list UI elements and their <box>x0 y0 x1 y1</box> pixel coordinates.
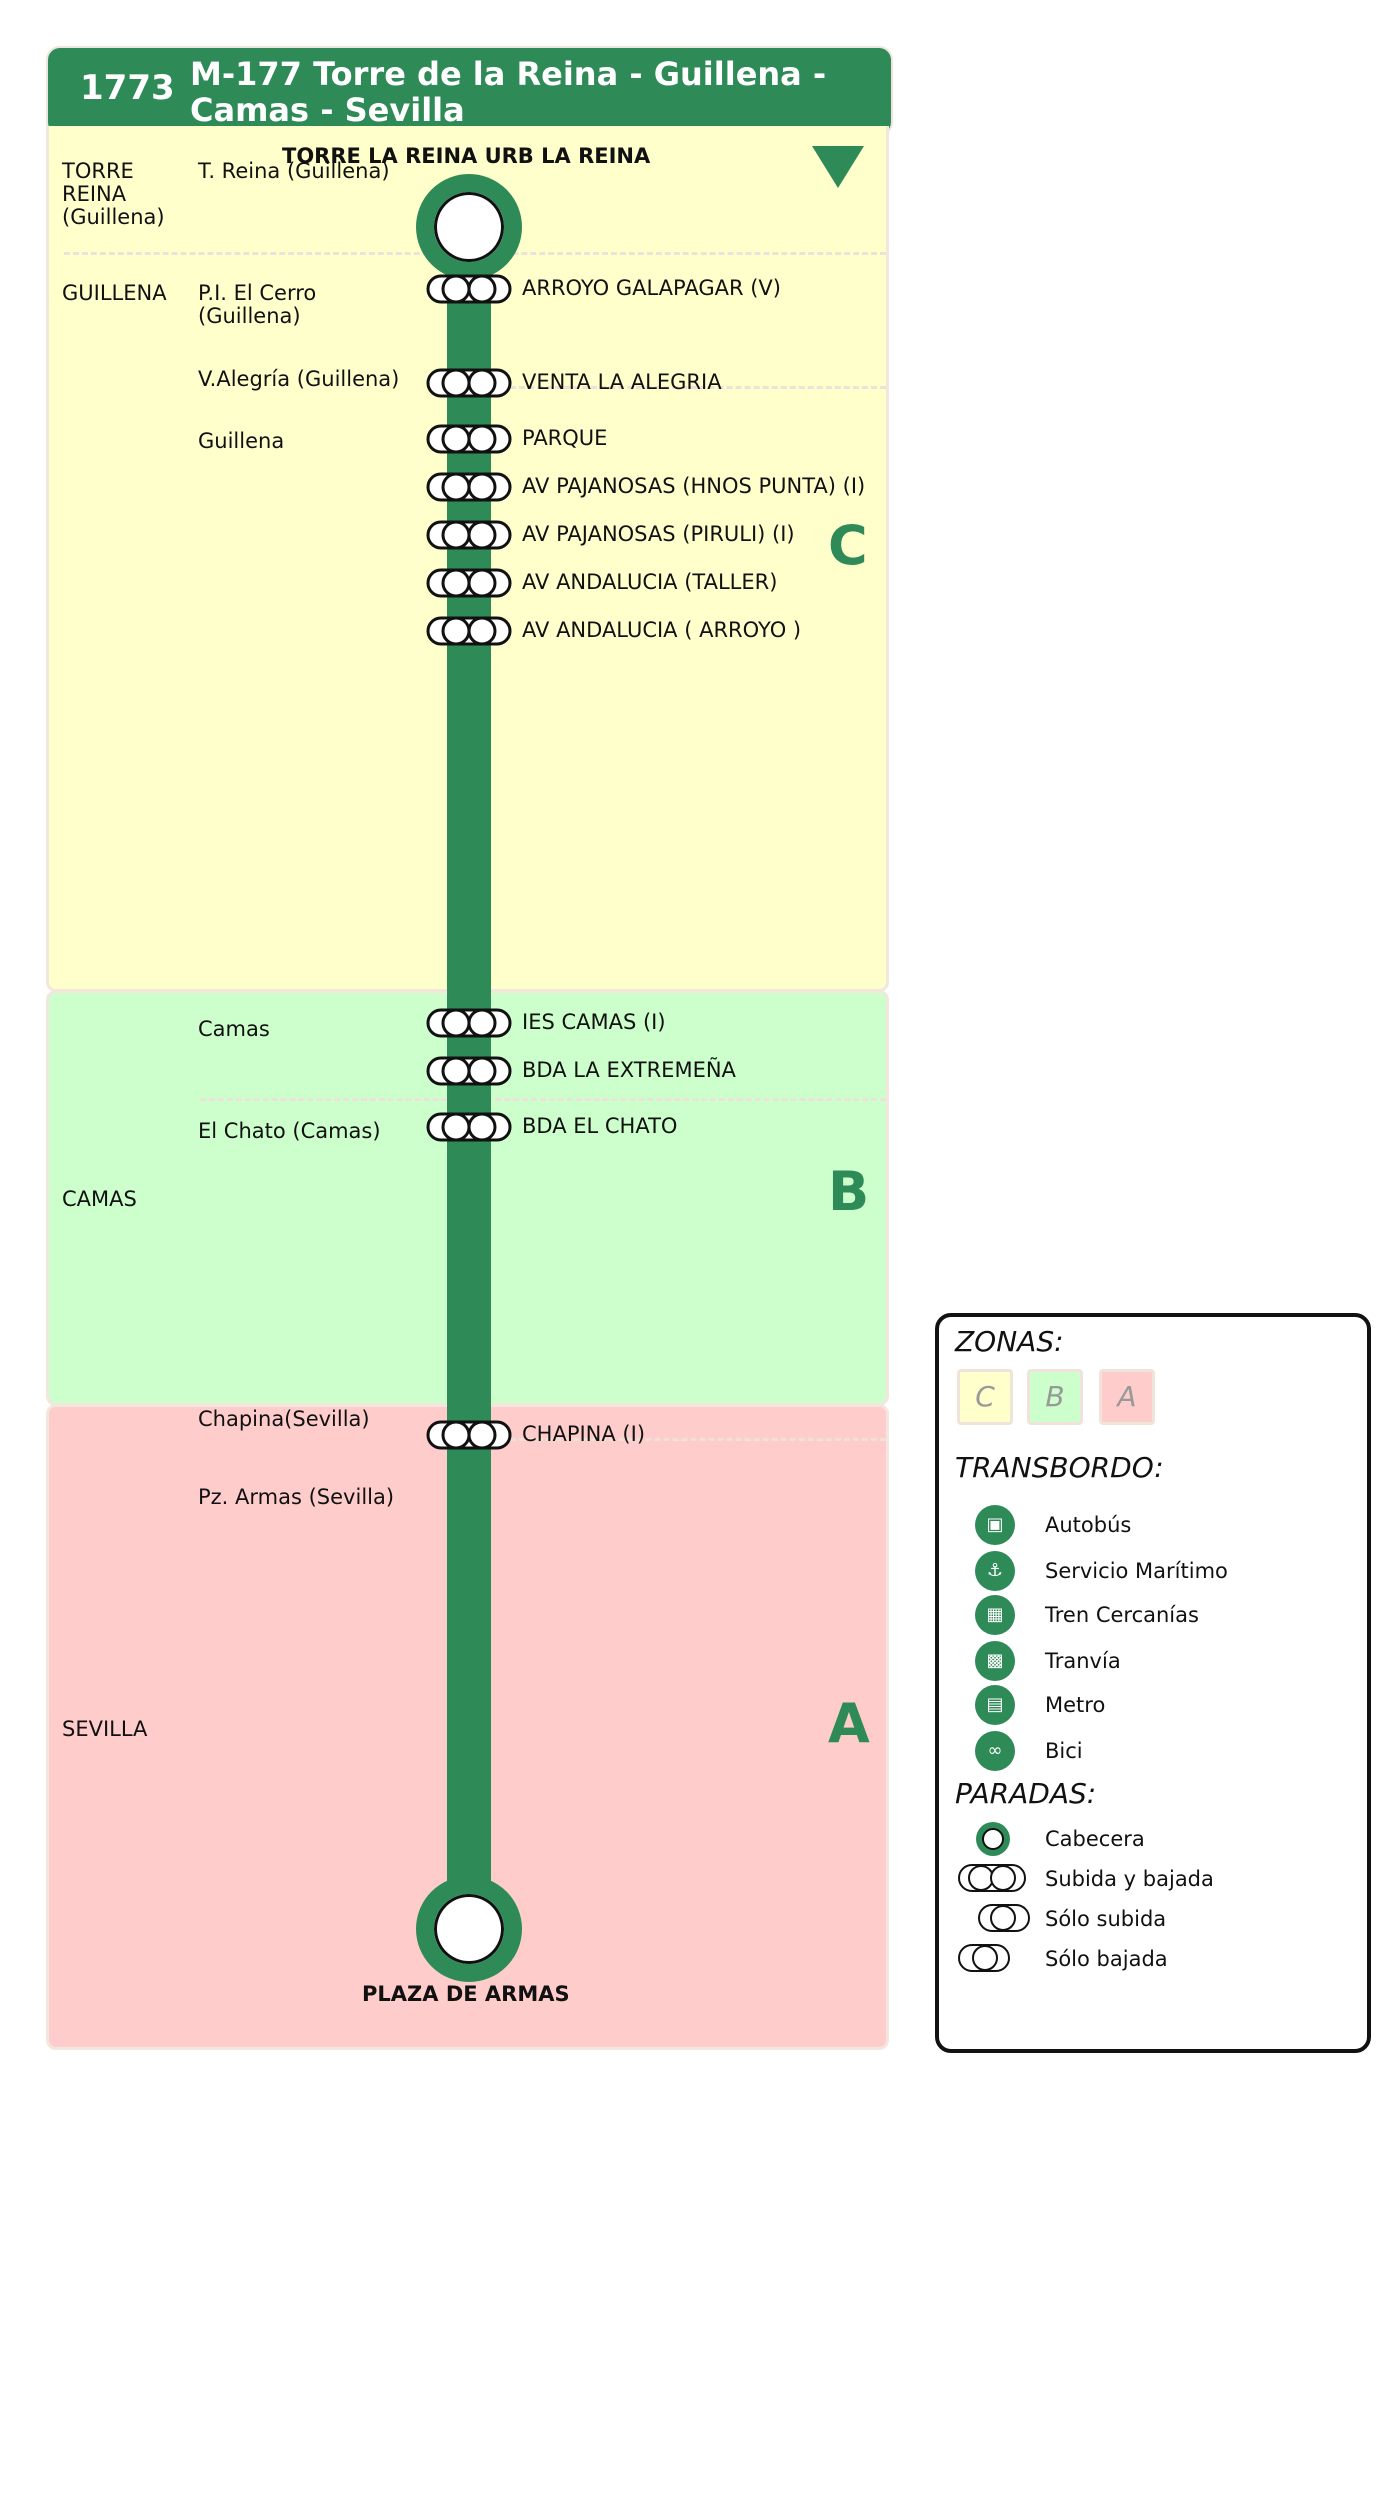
locality-el-chato: El Chato (Camas) <box>198 1119 381 1143</box>
tram-icon: ▩ <box>975 1641 1015 1681</box>
locality-t-reina: T. Reina (Guillena) <box>198 159 390 183</box>
bus-icon: ▣ <box>975 1505 1015 1545</box>
divider-el-chato <box>200 1098 886 1101</box>
legend-zonas-title: ZONAS: <box>955 1325 1064 1358</box>
stop-name: AV ANDALUCIA ( ARROYO ) <box>522 618 802 642</box>
solo-bajada-icon <box>958 1944 1010 1972</box>
legend-zone-a: A <box>1099 1369 1155 1425</box>
locality-v-alegria: V.Alegría (Guillena) <box>198 367 400 391</box>
legend-zone-b: B <box>1027 1369 1083 1425</box>
metro-icon: ▤ <box>975 1685 1015 1725</box>
locality-pz-armas: Pz. Armas (Sevilla) <box>198 1485 395 1509</box>
legend-cercanias: Tren Cercanías <box>1045 1603 1199 1627</box>
stop-name: BDA EL CHATO <box>522 1114 678 1138</box>
stop-name: IES CAMAS (I) <box>522 1010 666 1034</box>
stop-name: PARQUE <box>522 426 608 450</box>
divider-v-alegria <box>510 386 886 389</box>
stop-both-icon <box>426 472 512 502</box>
cabecera-icon <box>976 1822 1010 1856</box>
stop-both-icon <box>426 520 512 550</box>
stop-name: BDA LA EXTREMEÑA <box>522 1058 736 1082</box>
legend-solo-bajada: Sólo bajada <box>1045 1947 1168 1971</box>
legend-bici: Bici <box>1045 1739 1083 1763</box>
direction-arrow-icon <box>812 146 864 188</box>
legend-subida-bajada: Subida y bajada <box>1045 1867 1214 1891</box>
bike-icon: ∞ <box>975 1731 1015 1771</box>
municipality-camas: CAMAS <box>62 1187 137 1211</box>
legend-maritimo: Servicio Marítimo <box>1045 1559 1228 1583</box>
municipality-sevilla: SEVILLA <box>62 1717 148 1741</box>
ferry-icon: ⚓ <box>975 1551 1015 1591</box>
stop-both-icon <box>426 1420 512 1450</box>
stop-name: CHAPINA (I) <box>522 1422 646 1446</box>
stop-both-icon <box>426 616 512 646</box>
stop-both-icon <box>426 1008 512 1038</box>
locality-chapina: Chapina(Sevilla) <box>198 1407 370 1431</box>
legend-transbordo-title: TRANSBORDO: <box>955 1451 1164 1484</box>
locality-pi-el-cerro: P.I. El Cerro (Guillena) <box>198 281 317 328</box>
zone-b-letter: B <box>828 1160 870 1223</box>
stop-both-icon <box>426 1112 512 1142</box>
stop-both-icon <box>426 424 512 454</box>
origin-terminal-icon <box>416 174 522 280</box>
stop-both-icon <box>426 1056 512 1086</box>
legend-paradas-title: PARADAS: <box>955 1777 1097 1810</box>
destination-stop-name: PLAZA DE ARMAS <box>362 1982 570 2006</box>
legend-zone-c: C <box>957 1369 1013 1425</box>
legend-solo-subida: Sólo subida <box>1045 1907 1167 1931</box>
stop-both-icon <box>426 368 512 398</box>
divider-chapina <box>510 1438 886 1441</box>
destination-terminal-icon <box>416 1876 522 1982</box>
stop-name: AV PAJANOSAS (PIRULI) (I) <box>522 522 795 546</box>
route-header: 1773 M-177 Torre de la Reina - Guillena … <box>46 46 893 136</box>
stop-name: VENTA LA ALEGRIA <box>522 370 722 394</box>
zone-c-letter: C <box>828 514 868 577</box>
legend-tranvia: Tranvía <box>1045 1649 1121 1673</box>
municipality-guillena: GUILLENA <box>62 281 167 305</box>
stop-name: AV PAJANOSAS (HNOS PUNTA) (I) <box>522 474 866 498</box>
stop-name: AV ANDALUCIA (TALLER) <box>522 570 778 594</box>
locality-camas: Camas <box>198 1017 270 1041</box>
legend-metro: Metro <box>1045 1693 1106 1717</box>
stop-both-icon <box>426 568 512 598</box>
train-icon: ▦ <box>975 1595 1015 1635</box>
legend-autobus: Autobús <box>1045 1513 1132 1537</box>
origin-stop-name: TORRE LA REINA URB LA REINA <box>282 144 651 168</box>
legend-panel: ZONAS: C B A TRANSBORDO: ▣ Autobús ⚓ Ser… <box>935 1313 1371 2053</box>
route-code: 1773 <box>80 68 175 108</box>
stop-both-icon <box>426 274 512 304</box>
route-name: M-177 Torre de la Reina - Guillena - Cam… <box>190 55 827 129</box>
solo-subida-icon <box>978 1904 1030 1932</box>
locality-guillena: Guillena <box>198 429 285 453</box>
stop-name: ARROYO GALAPAGAR (V) <box>522 276 781 300</box>
legend-cabecera: Cabecera <box>1045 1827 1145 1851</box>
subida-bajada-icon <box>958 1864 1026 1892</box>
zone-a-letter: A <box>828 1692 870 1755</box>
municipality-torre-reina: TORRE REINA (Guillena) <box>62 159 165 229</box>
